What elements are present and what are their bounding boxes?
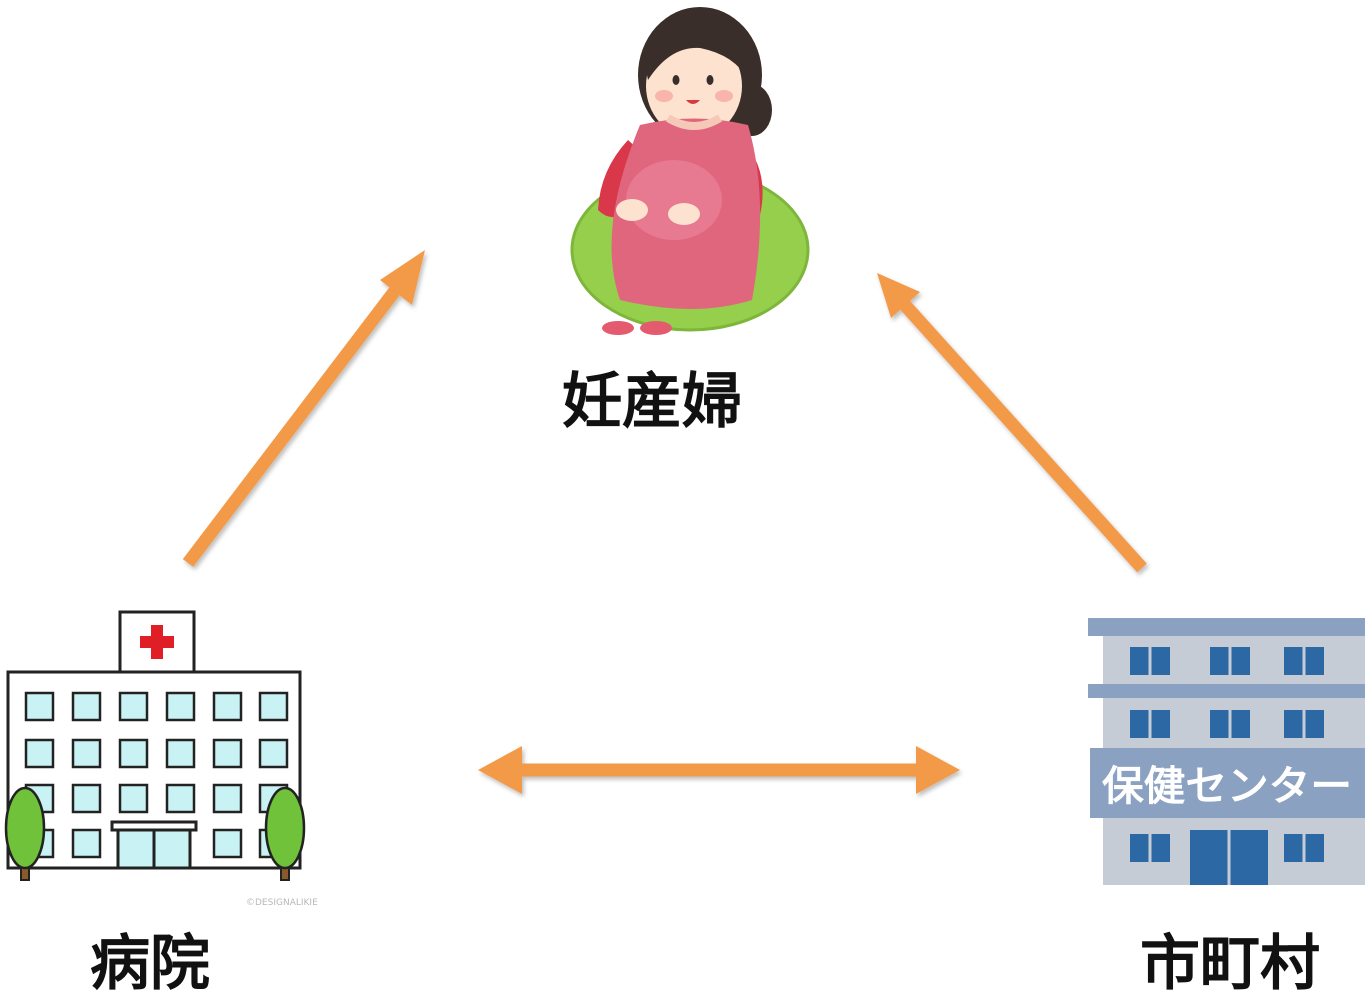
hospital-illustration <box>4 610 306 881</box>
health-center-sign <box>1090 748 1365 818</box>
red-cross-icon <box>140 625 174 659</box>
tree-icon <box>264 786 306 881</box>
pregnant-woman-label: 妊産婦 <box>562 367 742 437</box>
hospital-label: 病院 <box>90 929 210 999</box>
hospital-credit: ©DESIGNALIKIE <box>246 898 318 908</box>
arrow-hospital-to-pregnant <box>182 250 425 567</box>
health-center-illustration <box>1088 618 1365 885</box>
pregnant-woman-illustration <box>570 7 810 335</box>
tree-icon <box>4 786 46 881</box>
arrow-municipality-to-pregnant <box>877 273 1147 573</box>
arrow-hospital-municipality <box>478 746 960 794</box>
hospital-windows <box>24 691 289 859</box>
municipality-label: 市町村 <box>1140 929 1320 999</box>
health-center-sign-text: 保健センター <box>1102 762 1352 810</box>
